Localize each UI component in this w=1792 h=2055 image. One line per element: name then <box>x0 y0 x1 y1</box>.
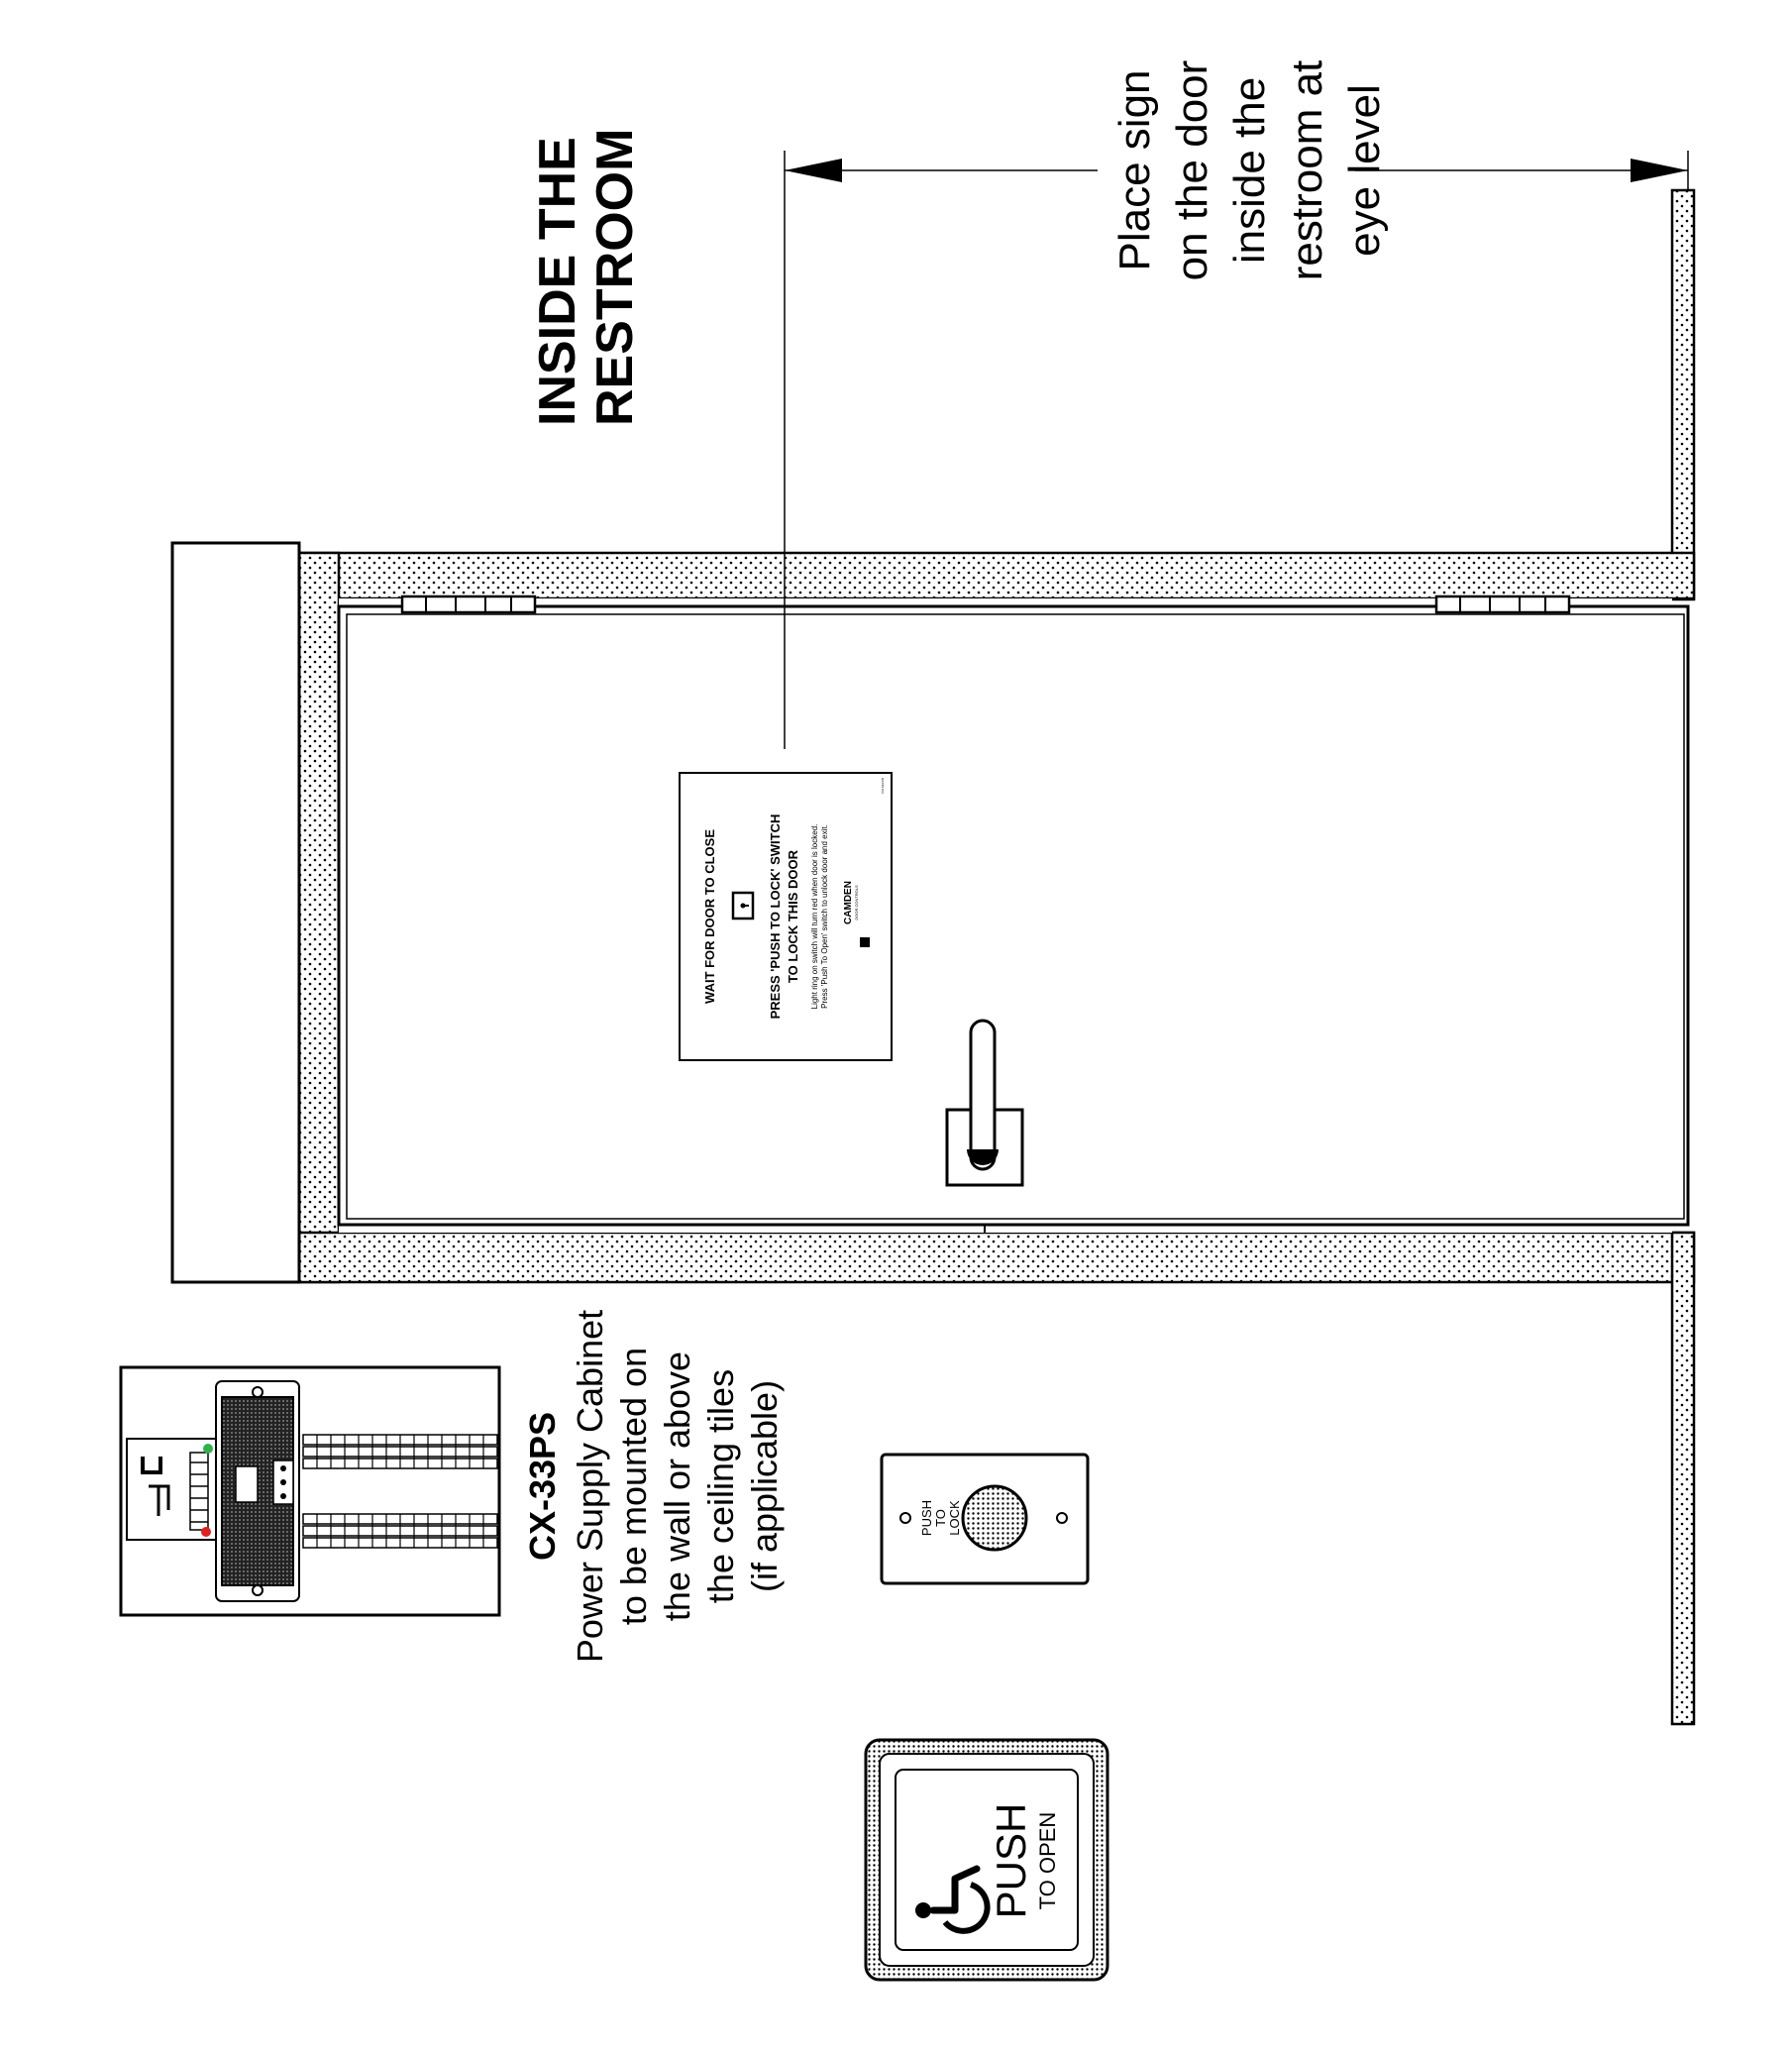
lock-switch-line1: PUSH <box>919 1500 934 1536</box>
heading: INSIDE THE RESTROOM <box>529 129 644 426</box>
sign-instruction-line4: restroom at <box>1283 60 1331 281</box>
power-supply-line2: to be mounted on <box>613 1348 654 1625</box>
push-to-open-switch: PUSH TO OPEN <box>864 1738 1109 1982</box>
power-supply-line5: (if applicable) <box>744 1380 785 1592</box>
door-sign-brand-sub: DOOR CONTROLS <box>854 885 859 920</box>
power-supply-cabinet <box>119 1365 501 1617</box>
hinge-top-right <box>1434 595 1571 614</box>
push-to-lock-switch: PUSH TO LOCK <box>880 1453 1090 1585</box>
sign-instruction-line3: inside the <box>1225 77 1274 264</box>
led-green <box>203 1444 213 1454</box>
power-supply-model: CX-33PS <box>522 1412 563 1561</box>
power-supply-label: CX-33PS Power Supply Cabinet to be mount… <box>522 1310 785 1663</box>
lock-switch-line2: TO <box>933 1509 948 1527</box>
door-sign: WAIT FOR DOOR TO CLOSE PRESS 'PUSH TO LO… <box>679 772 893 1061</box>
door-sign-line2: PRESS 'PUSH TO LOCK' SWITCH <box>768 814 783 1020</box>
heading-line2: RESTROOM <box>586 129 644 426</box>
dimension-arrows <box>784 151 1689 749</box>
door-sign-line5: Press 'Push To Open' switch to unlock do… <box>820 824 829 1009</box>
door-sign-line4: Light ring on switch will turn red when … <box>810 824 819 1010</box>
lock-icon <box>731 891 755 920</box>
door-sign-line3: TO LOCK THIS DOOR <box>786 849 800 983</box>
open-switch-line1: PUSH <box>988 1803 1034 1919</box>
led-red <box>201 1527 211 1537</box>
door-operator-header <box>170 541 301 1284</box>
sign-instruction-line1: Place sign <box>1110 69 1159 270</box>
power-supply-line3: the wall or above <box>657 1352 697 1621</box>
hinge-top-left <box>400 595 537 614</box>
sign-instruction-line2: on the door <box>1168 60 1216 281</box>
sign-instruction: Place sign on the door inside the restro… <box>1110 60 1389 281</box>
lock-switch-line3: LOCK <box>947 1500 962 1536</box>
door-sign-line1: WAIT FOR DOOR TO CLOSE <box>702 829 717 1004</box>
open-switch-line2: TO OPEN <box>1035 1812 1060 1910</box>
door-sign-part-no: CM-SE21W <box>881 778 885 794</box>
door-sign-brand: CAMDEN <box>843 881 854 924</box>
power-supply-line1: Power Supply Cabinet <box>570 1310 610 1663</box>
camden-logo-icon <box>860 937 870 947</box>
door-handle <box>945 1019 1024 1233</box>
sign-instruction-line5: eye level <box>1340 84 1389 257</box>
heading-line1: INSIDE THE <box>529 137 586 426</box>
wheelchair-icon <box>915 1865 991 1934</box>
power-supply-line4: the ceiling tiles <box>700 1369 741 1603</box>
